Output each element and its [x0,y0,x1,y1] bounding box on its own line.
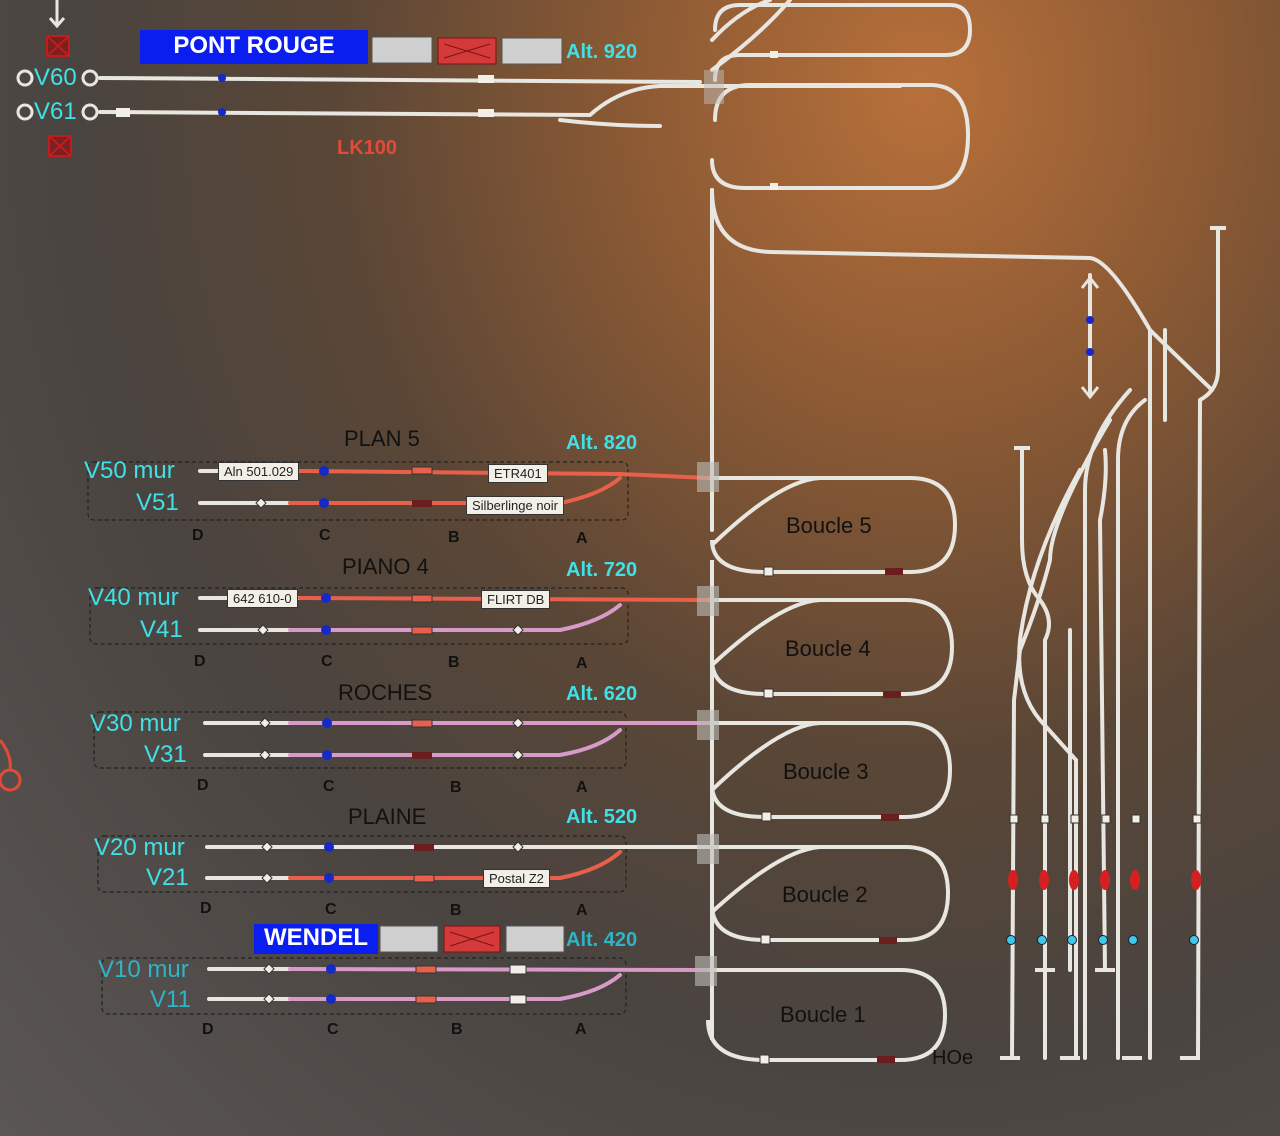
zone-label: D [202,1021,214,1038]
zone-label: C [325,901,337,918]
zone-label: D [194,653,206,670]
zone-label: A [576,902,588,919]
zone-label: A [576,530,588,547]
loop-label: Boucle 1 [780,1002,866,1027]
loop-label: Boucle 2 [782,882,868,907]
block-label: LK100 [337,137,398,159]
zone-label: B [450,779,462,796]
zone-label: C [321,653,333,670]
zone-label: D [200,900,212,917]
station-altitude: Alt. 520 [566,806,638,828]
station-banner: WENDEL [254,924,378,954]
train-tag[interactable]: Silberlinge noir [466,496,564,515]
zone-label: B [448,654,460,671]
track-label[interactable]: V40 mur [88,584,179,611]
station-name: PLAINE [348,804,427,829]
station-banner-top: PONT ROUGE [140,30,368,64]
train-tag[interactable]: Aln 501.029 [218,462,300,481]
track-label-v60[interactable]: V60 [34,64,77,91]
station-altitude: Alt. 420 [566,929,638,951]
zone-label: C [327,1021,339,1038]
zone-label: B [450,902,462,919]
loop-label: Boucle 5 [786,513,872,538]
train-tag[interactable]: Postal Z2 [483,869,550,888]
loop-label: Boucle 4 [785,636,871,661]
station-altitude: Alt. 720 [566,559,638,581]
station-name: ROCHES [338,680,433,705]
station-name: PLAN 5 [344,426,420,451]
zone-label: A [576,655,588,672]
zone-label: A [576,779,588,796]
zone-label: D [192,527,204,544]
station-altitude: Alt. 620 [566,683,638,705]
train-tag[interactable]: FLIRT DB [481,590,551,609]
track-label[interactable]: V20 mur [94,834,185,861]
zone-label: C [323,778,335,795]
zone-label: B [451,1021,463,1038]
track-label[interactable]: V50 mur [84,457,175,484]
station-name: PIANO 4 [342,554,429,579]
zone-label: C [319,527,331,544]
train-tag[interactable]: 642 610-0 [227,589,298,608]
track-label[interactable]: V41 [140,616,183,643]
track-label-v61[interactable]: V61 [34,98,77,125]
track-label[interactable]: V51 [136,489,179,516]
train-tag[interactable]: ETR401 [488,464,548,483]
zone-label: D [197,777,209,794]
track-label[interactable]: V11 [150,986,191,1013]
track-label[interactable]: V10 mur [98,956,189,983]
yard-label: HOe [932,1047,974,1069]
altitude-top: Alt. 920 [566,41,638,63]
track-label[interactable]: V21 [146,864,189,891]
zone-label: B [448,529,460,546]
track-label[interactable]: V31 [144,741,187,768]
loop-label: Boucle 3 [783,759,869,784]
station-altitude: Alt. 820 [566,432,638,454]
zone-label: A [575,1021,587,1038]
track-label[interactable]: V30 mur [90,710,181,737]
